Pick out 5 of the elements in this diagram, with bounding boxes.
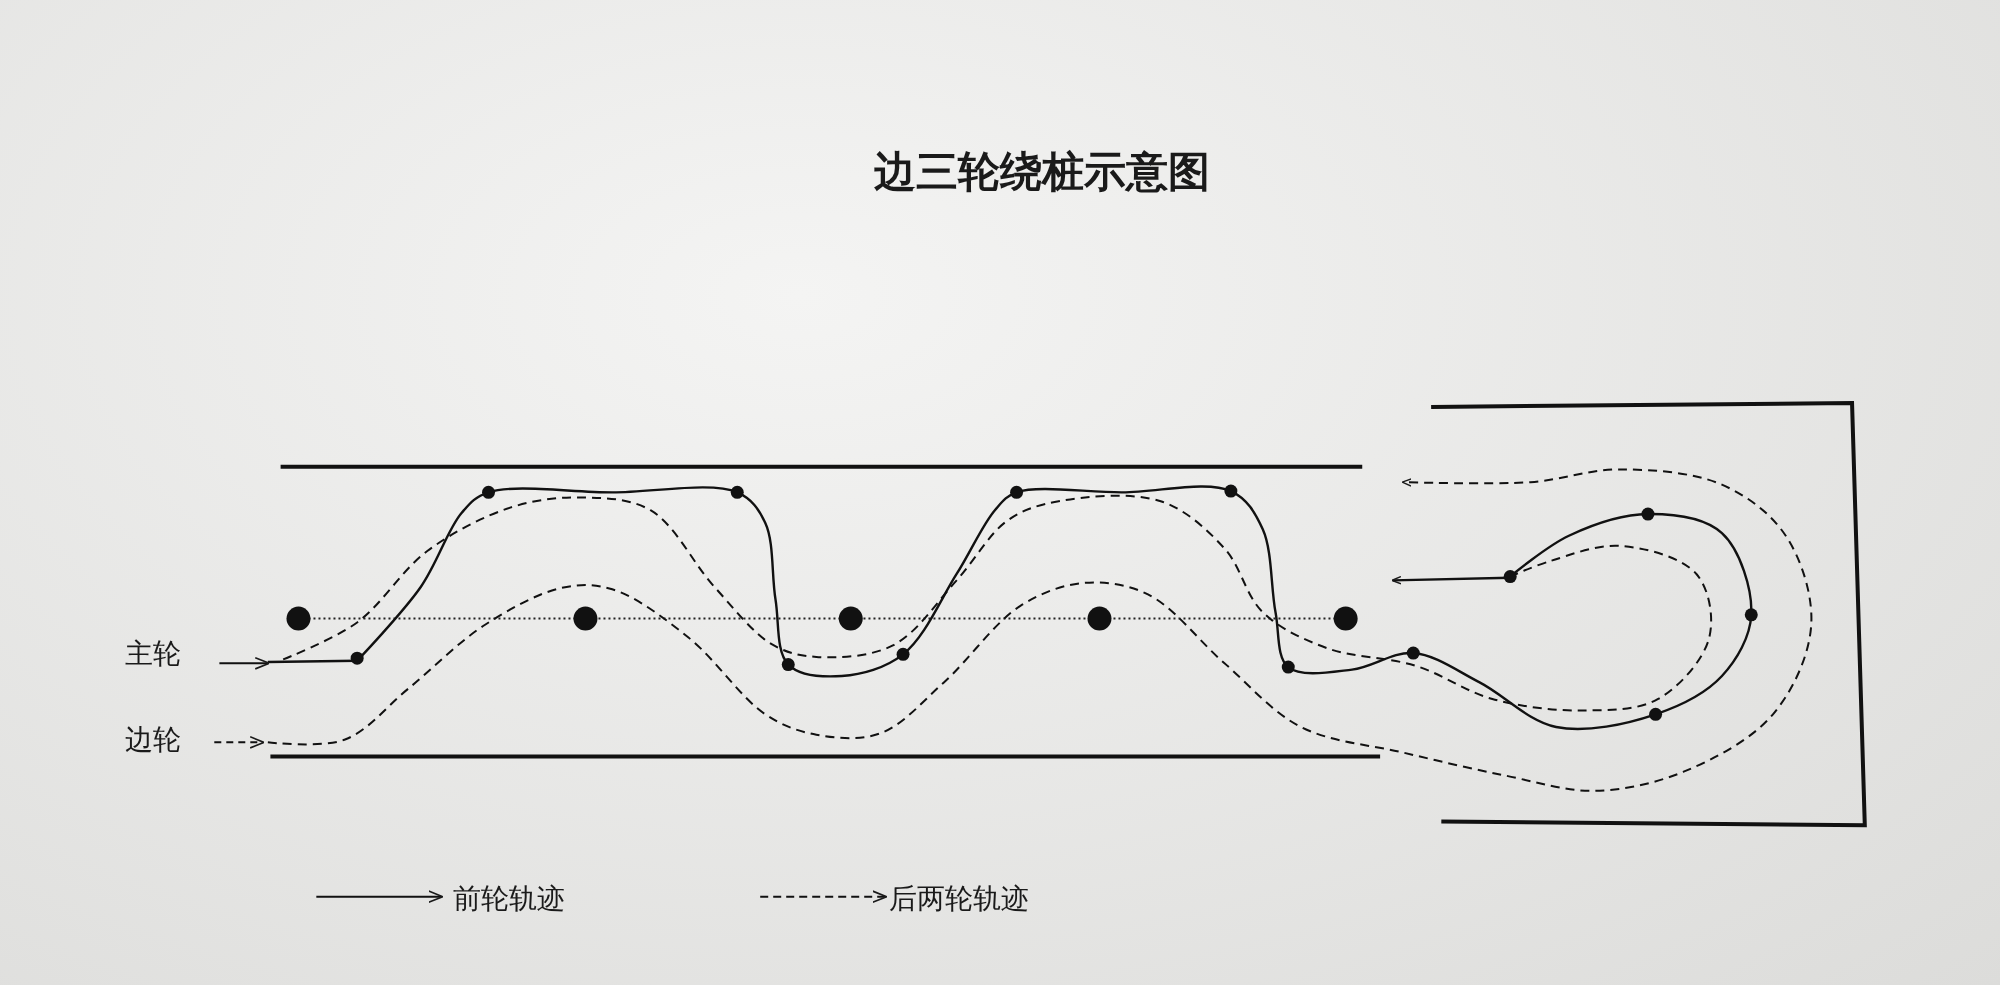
wheel-label: 主轮 (125, 638, 181, 670)
wheel-label: 边轮 (125, 724, 181, 756)
legend-text: 前轮轨迹 (452, 883, 565, 915)
legend-text: 后两轮轨迹 (889, 883, 1029, 915)
diagram-title: 边三轮绕桩示意图 (874, 149, 1211, 196)
